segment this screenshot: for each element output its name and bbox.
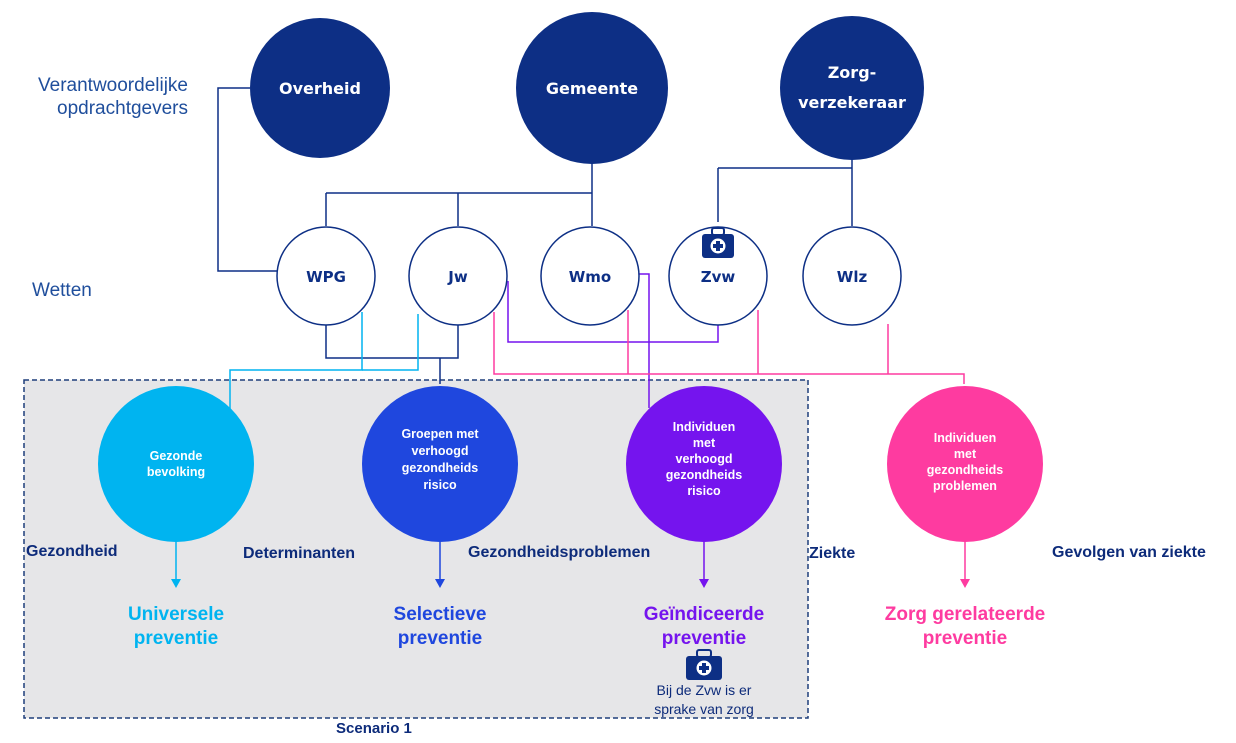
- preventie-geindiceerde-line-1: Geïndiceerde: [643, 604, 765, 625]
- node-zvw-label: Zvw: [701, 268, 736, 286]
- preventie-zorg-line-2: preventie: [922, 628, 1008, 649]
- ind-risico-line-2: met: [693, 436, 716, 450]
- connectors-opdrachtgevers: [217, 87, 853, 384]
- ind-problemen-line-2: met: [954, 447, 977, 461]
- medical-kit-icon: [686, 649, 722, 680]
- zvw-note-line-1: Bij de Zvw is er: [656, 682, 752, 698]
- preventie-universele: Universele preventie: [96, 603, 256, 651]
- preventie-geindiceerde-line-2: preventie: [661, 628, 747, 649]
- ind-risico-line-3: verhoogd: [676, 452, 733, 466]
- node-gezonde-bevolking: Gezonde bevolking: [98, 386, 254, 542]
- node-gemeente-label: Gemeente: [546, 79, 638, 98]
- node-zorgverzekeraar: Zorg- verzekeraar: [780, 16, 924, 160]
- node-wpg-label: WPG: [306, 268, 346, 286]
- gezonde-line-1: Gezonde: [150, 449, 203, 463]
- preventie-zorg-line-1: Zorg gerelateerde: [884, 604, 1046, 625]
- stage-determinanten: Determinanten: [243, 545, 356, 562]
- node-overheid-label: Overheid: [279, 79, 361, 98]
- preventie-geindiceerde: Geïndiceerde preventie: [614, 603, 794, 651]
- label-wetten: Wetten: [32, 280, 92, 301]
- gezonde-line-2: bevolking: [147, 465, 205, 479]
- groepen-line-3: gezondheids: [402, 461, 478, 475]
- zvw-note: Bij de Zvw is er sprake van zorg: [624, 681, 784, 719]
- preventie-selectieve-line-1: Selectieve: [393, 604, 487, 625]
- stage-gezondheidsproblemen: Gezondheidsproblemen: [468, 544, 651, 561]
- node-jw: Jw: [408, 226, 508, 326]
- preventie-selectieve: Selectieve preventie: [360, 603, 520, 651]
- ind-problemen-line-4: problemen: [933, 479, 997, 493]
- groepen-line-2: verhoogd: [412, 444, 469, 458]
- ind-risico-line-5: risico: [687, 484, 721, 498]
- zvw-note-line-2: sprake van zorg: [654, 701, 754, 717]
- medical-kit-icon: [702, 227, 734, 258]
- node-wpg: WPG: [276, 226, 376, 326]
- preventie-zorg-gerelateerde: Zorg gerelateerde preventie: [860, 603, 1070, 651]
- node-zorgverzekeraar-label-2: verzekeraar: [798, 93, 906, 112]
- node-overheid: Overheid: [250, 18, 390, 158]
- node-individuen-problemen: Individuen met gezondheids problemen: [887, 386, 1043, 542]
- connectors-geindiceerde: [507, 273, 719, 408]
- preventie-universele-line-2: preventie: [133, 628, 219, 649]
- ind-problemen-line-3: gezondheids: [927, 463, 1003, 477]
- stage-gevolgen-van-ziekte: Gevolgen van ziekte: [1052, 544, 1206, 561]
- node-individuen-risico: Individuen met verhoogd gezondheids risi…: [626, 386, 782, 542]
- preventie-universele-line-1: Universele: [127, 604, 225, 625]
- ind-risico-line-1: Individuen: [673, 420, 736, 434]
- node-zvw: Zvw: [668, 226, 768, 326]
- node-wlz: Wlz: [802, 226, 902, 326]
- arrows: [171, 541, 970, 588]
- node-wlz-label: Wlz: [837, 268, 868, 286]
- connectors-universele: [229, 312, 419, 410]
- label-verantwoordelijke-opdrachtgevers: Verantwoordelijke opdrachtgevers: [38, 75, 188, 119]
- preventie-selectieve-line-2: preventie: [397, 628, 483, 649]
- groepen-line-1: Groepen met: [401, 427, 479, 441]
- node-jw-label: Jw: [447, 268, 468, 286]
- groepen-line-4: risico: [423, 478, 457, 492]
- scenario-label: Scenario 1: [336, 720, 412, 737]
- ind-risico-line-4: gezondheids: [666, 468, 742, 482]
- ind-problemen-line-1: Individuen: [934, 431, 997, 445]
- stage-gezondheid: Gezondheid: [26, 543, 118, 560]
- connectors-zorg: [493, 310, 965, 384]
- stage-ziekte: Ziekte: [809, 545, 856, 562]
- node-groepen: Groepen met verhoogd gezondheids risico: [362, 386, 518, 542]
- node-wmo-label: Wmo: [569, 268, 611, 286]
- node-gemeente: Gemeente: [516, 12, 668, 164]
- node-wmo: Wmo: [540, 226, 640, 326]
- node-zorgverzekeraar-label-1: Zorg-: [828, 63, 877, 82]
